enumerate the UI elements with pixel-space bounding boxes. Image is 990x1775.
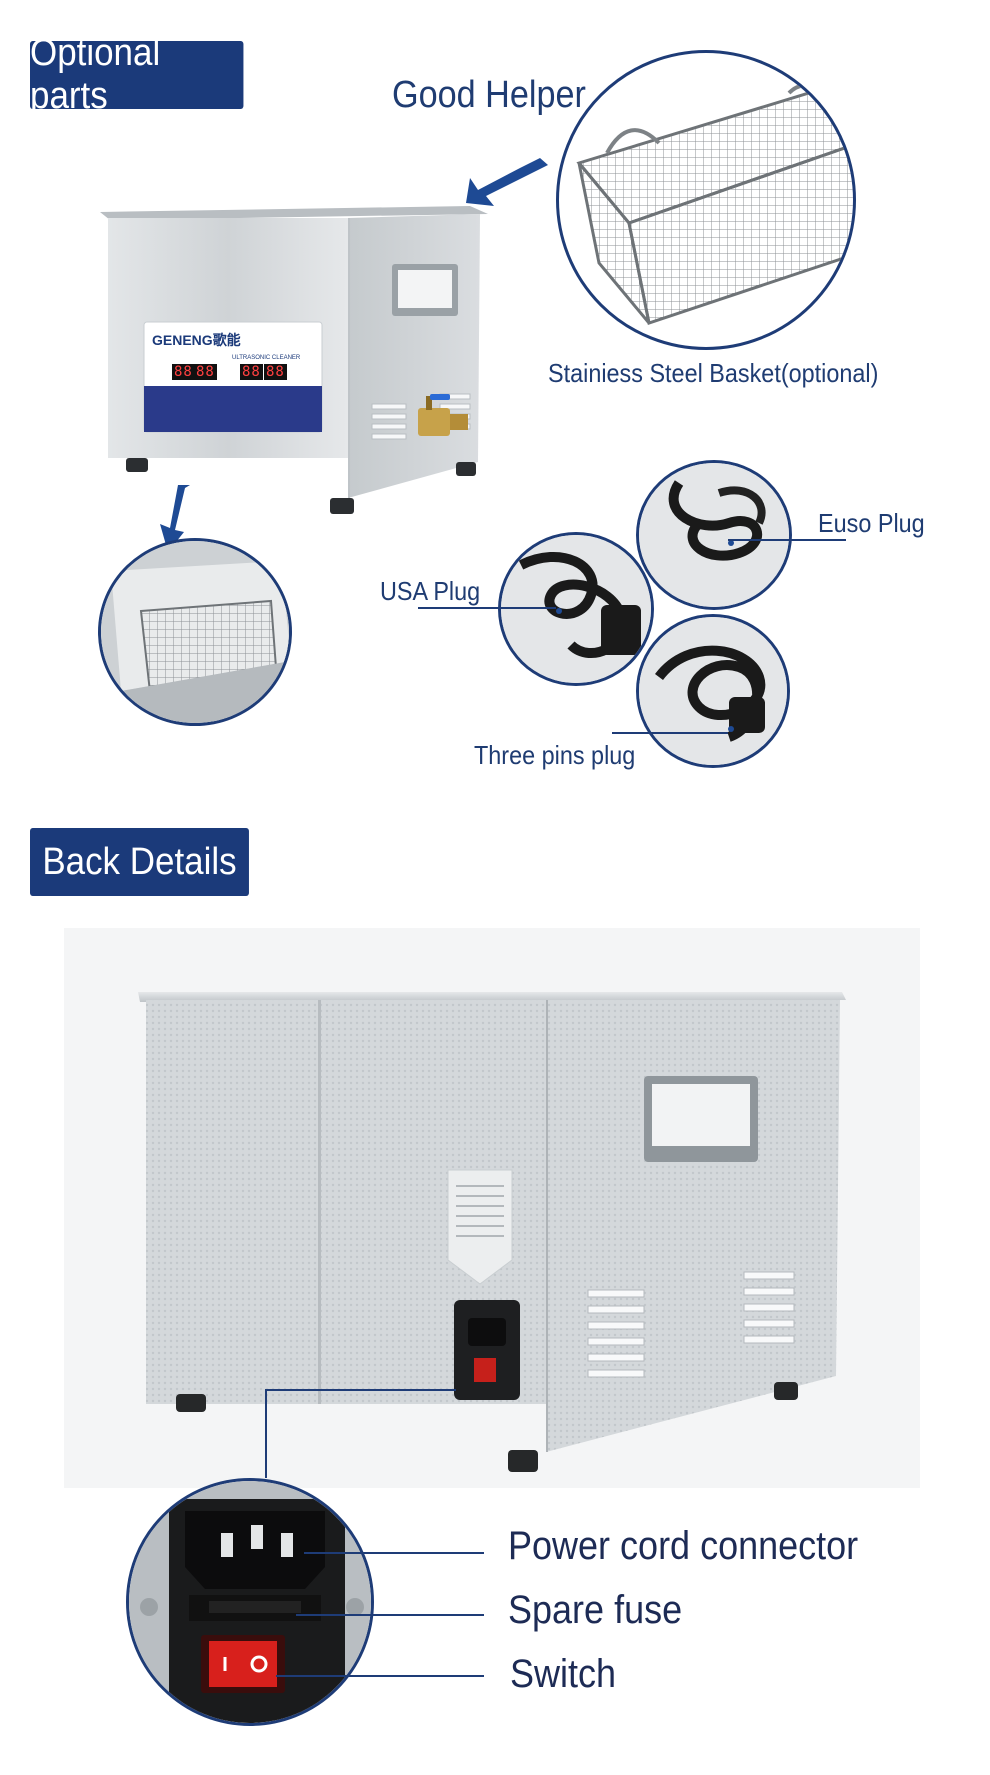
switch-label: Switch [510,1652,617,1696]
optional-parts-title: Optional parts [30,32,161,117]
three-pins-plug-label: Three pins plug [474,740,636,770]
readout-2: 88 [194,364,217,380]
spare-fuse-label: Spare fuse [508,1588,683,1632]
basket-in-tank-image [101,541,289,723]
readout-4: 88 [264,364,287,380]
basket-circle [556,50,856,350]
power-cord-connector-label: Power cord connector [508,1524,859,1568]
socket-image [129,1481,371,1723]
power-module-zoom-circle [126,1478,374,1726]
three-pins-plug-circle [636,614,790,768]
back-details-banner: Back Details [30,828,249,896]
optional-parts-banner: Optional parts [30,32,244,117]
basket-image [576,83,853,325]
panel-subtitle: ULTRASONIC CLEANER [232,355,301,361]
euso-plug-circle [636,460,792,610]
plug-image [639,463,789,607]
euso-plug-label: Euso Plug [818,508,925,538]
basket-in-tank-circle [98,538,292,726]
usa-plug-label: USA Plug [380,576,481,606]
plug-image [639,617,787,765]
back-details-title: Back Details [42,840,237,883]
readout-1: 88 [172,364,195,380]
basket-label: Stainiess Steel Basket(optional) [548,358,879,388]
good-helper-label: Good Helper [392,74,586,116]
brand-logo: GENENG歌能 [152,332,241,348]
readout-3: 88 [240,364,263,380]
